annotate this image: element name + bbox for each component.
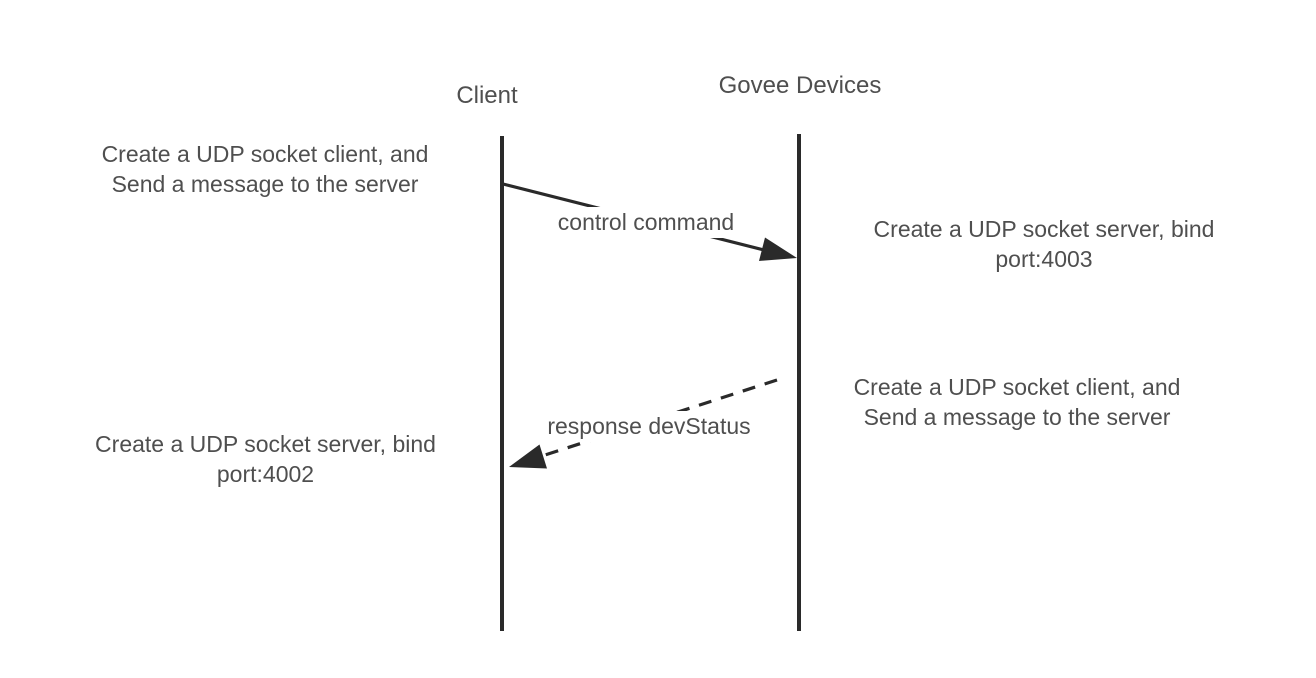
note-line: Create a UDP socket server, bind bbox=[873, 216, 1215, 242]
message-label-control-command: control command bbox=[532, 207, 760, 238]
note-line: Create a UDP socket server, bind bbox=[95, 431, 436, 457]
lifeline-client bbox=[500, 136, 504, 631]
note-line: port:4003 bbox=[995, 246, 1093, 272]
note-client-create-udp-server-4002: Create a UDP socket server, bind port:40… bbox=[58, 429, 473, 489]
note-govee-create-udp-client: Create a UDP socket client, and Send a m… bbox=[812, 372, 1222, 432]
lifeline-govee-devices bbox=[797, 134, 801, 631]
note-line: Create a UDP socket client, and bbox=[853, 374, 1181, 400]
note-line: port:4002 bbox=[216, 461, 315, 487]
note-govee-create-udp-server-4003: Create a UDP socket server, bind port:40… bbox=[838, 214, 1250, 274]
note-line: Send a message to the server bbox=[863, 404, 1171, 430]
message-label-response-devstatus: response devStatus bbox=[524, 411, 774, 442]
note-line: Create a UDP socket client, and bbox=[101, 141, 429, 167]
note-client-create-udp-client: Create a UDP socket client, and Send a m… bbox=[60, 139, 470, 199]
note-line: Send a message to the server bbox=[111, 171, 419, 197]
actor-label-client: Client bbox=[456, 82, 518, 109]
actor-label-govee-devices: Govee Devices bbox=[718, 72, 882, 99]
